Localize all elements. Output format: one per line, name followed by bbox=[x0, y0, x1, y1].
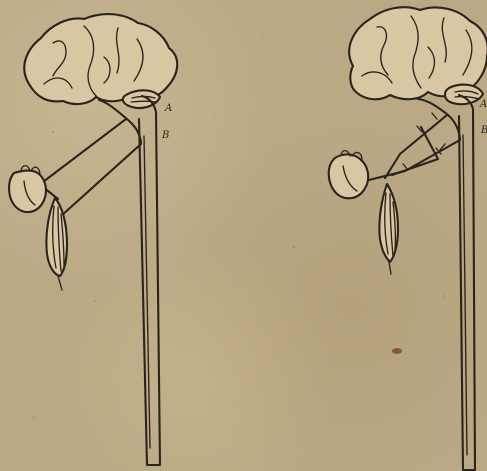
ink-spot bbox=[392, 348, 402, 354]
right-label-a: A bbox=[479, 99, 487, 110]
left-label-b: B bbox=[161, 130, 169, 141]
right-muscle-tendon bbox=[389, 262, 391, 274]
right-upper-pathway bbox=[385, 115, 447, 178]
left-label-a: A bbox=[164, 103, 172, 114]
right-heart bbox=[329, 154, 368, 198]
right-nervous-system-diagram: A B bbox=[329, 7, 487, 470]
left-brain bbox=[24, 14, 177, 104]
right-label-b: B bbox=[480, 125, 487, 136]
left-nerve-to-heart bbox=[39, 119, 126, 185]
right-cross-pathway bbox=[392, 127, 438, 175]
left-muscle-tendon bbox=[58, 276, 62, 290]
right-spinal-cord-inner bbox=[463, 135, 467, 455]
left-nervous-system-diagram: A B bbox=[9, 14, 177, 465]
left-heart bbox=[9, 171, 46, 213]
right-lower-pathway bbox=[365, 140, 460, 181]
left-nerve-to-muscle bbox=[61, 144, 141, 216]
